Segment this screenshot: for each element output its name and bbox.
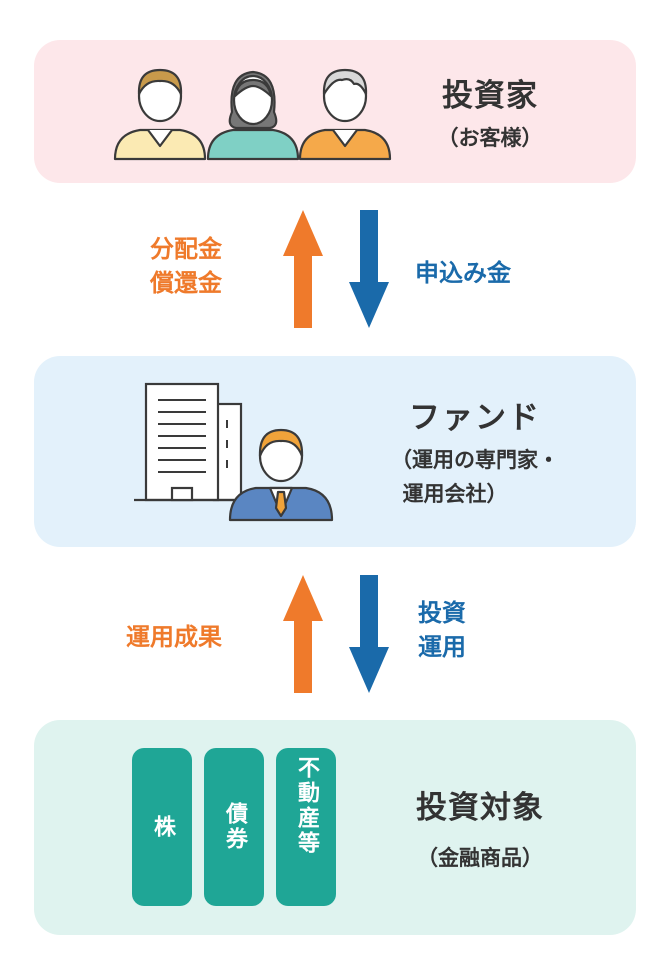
asset-label: 株 xyxy=(150,814,175,840)
fund-box xyxy=(34,356,636,547)
investment-management-label: 投資 運用 xyxy=(418,596,466,664)
building-icon xyxy=(134,382,246,502)
subscription-label: 申込み金 xyxy=(415,259,511,287)
asset-pill-bonds: 債券 xyxy=(204,748,264,906)
investment-target-title: 投資対象 xyxy=(416,790,544,826)
businessman-icon xyxy=(228,428,334,522)
fund-subtitle-line2: 運用会社） xyxy=(402,482,508,506)
management-label: 運用 xyxy=(418,633,466,661)
fund-subtitle-line1: （運用の専門家・ xyxy=(391,448,559,472)
asset-label: 債券 xyxy=(222,802,247,852)
investment-target-subtitle: （金融商品） xyxy=(417,846,543,870)
investment-label: 投資 xyxy=(418,599,466,627)
people-icon xyxy=(113,68,392,161)
asset-pill-stocks: 株 xyxy=(132,748,192,906)
asset-label: 不動産等 xyxy=(294,756,319,856)
up-arrow-icon xyxy=(283,210,323,328)
redemption-label: 償還金 xyxy=(150,269,222,297)
investor-subtitle: （お客様） xyxy=(437,126,543,150)
down-arrow-icon xyxy=(349,210,389,328)
fund-title: ファンド xyxy=(409,400,541,436)
distribution-redemption-label: 分配金 償還金 xyxy=(150,232,222,300)
asset-pill-real-estate: 不動産等 xyxy=(276,748,336,906)
down-arrow-icon xyxy=(349,575,389,693)
investor-title: 投資家 xyxy=(442,78,538,114)
up-arrow-icon xyxy=(283,575,323,693)
investment-results-label: 運用成果 xyxy=(126,623,222,651)
distribution-label: 分配金 xyxy=(150,235,222,263)
